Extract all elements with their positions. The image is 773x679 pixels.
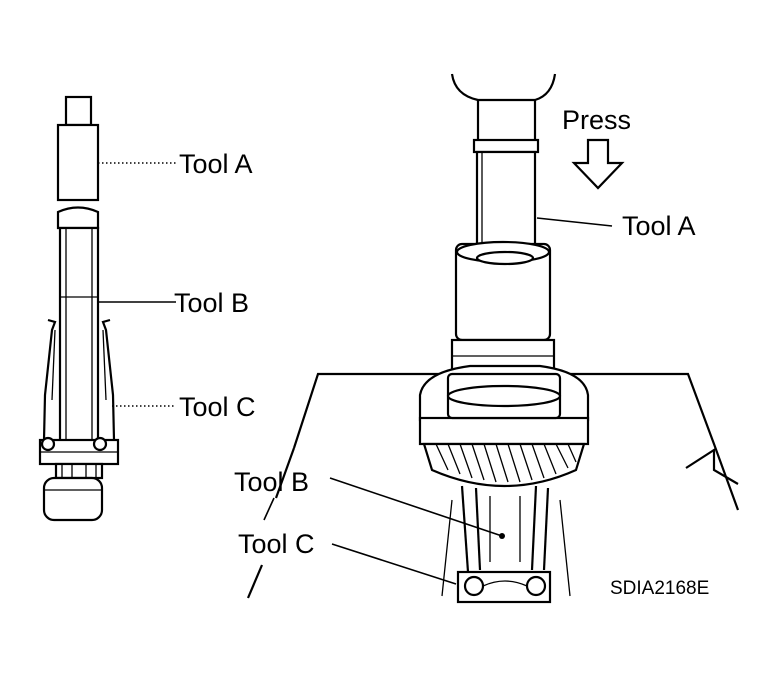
right-tool-b-label: Tool B — [234, 467, 309, 497]
press-assembly-view: Press Tool A Tool B Tool C SDIA2168E — [234, 73, 740, 604]
press-label: Press — [562, 105, 631, 135]
helical-gear — [418, 364, 590, 488]
press-down-arrow-icon — [571, 138, 625, 190]
left-tool-c-drawing — [38, 318, 120, 522]
right-tool-a-leader — [536, 217, 613, 227]
left-tool-a-label: Tool A — [179, 149, 253, 179]
right-tool-c-label: Tool C — [238, 529, 315, 559]
figure-code: SDIA2168E — [610, 578, 709, 599]
tool-c-label-tick — [263, 497, 275, 521]
right-tool-c-leader — [331, 543, 457, 585]
press-ram — [450, 73, 557, 102]
left-tool-c-label: Tool C — [179, 392, 256, 422]
exploded-tool-view: Tool A Tool B Tool C — [38, 95, 256, 522]
left-tool-b-label: Tool B — [174, 288, 249, 318]
right-tool-c-drawing — [441, 485, 571, 604]
right-tool-a-drawing — [472, 138, 540, 259]
left-tool-a-drawing — [56, 95, 100, 202]
right-tool-a-label: Tool A — [622, 211, 696, 241]
left-tool-b-drawing — [56, 206, 100, 445]
right-tool-b-leader — [329, 477, 503, 537]
case-housing — [246, 372, 740, 599]
right-tool-b-body — [450, 240, 556, 372]
